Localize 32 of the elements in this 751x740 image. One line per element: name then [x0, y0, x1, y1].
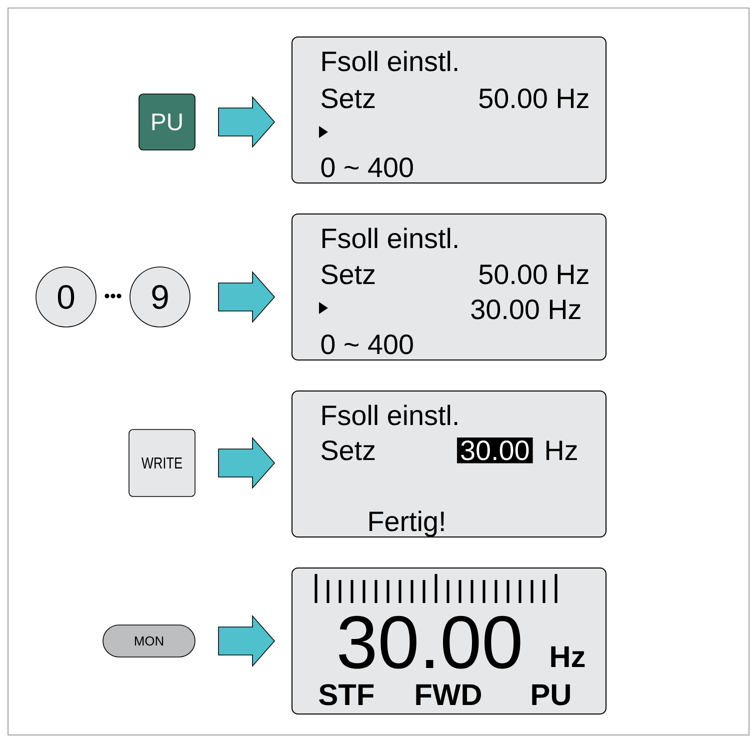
display-text: 30.00 — [339, 616, 520, 669]
key-button: WRITE — [128, 429, 196, 497]
display-text: Setz — [321, 440, 375, 460]
lcd-display — [292, 568, 606, 714]
display-text: Hz — [551, 646, 585, 667]
lcd-display — [292, 390, 606, 538]
digit-key: 0 — [36, 266, 96, 328]
display-text: PU — [532, 684, 570, 706]
display-text: 50.00 Hz — [479, 88, 588, 108]
display-text: 30.00 Hz — [471, 300, 580, 320]
display-text: 0 ~ 400 — [321, 334, 413, 354]
lcd-display — [292, 36, 606, 184]
display-text: Fertig! — [369, 510, 444, 537]
display-text: Setz — [321, 88, 375, 108]
arrow — [218, 436, 276, 490]
arrow — [218, 96, 276, 148]
display-text: 30.00 — [457, 438, 533, 464]
lcd-display — [292, 214, 606, 360]
key-button: PU — [138, 94, 196, 150]
display-text: STF — [319, 684, 374, 706]
display-text: 0 ~ 400 — [321, 158, 413, 178]
arrow — [218, 270, 276, 324]
display-text: Fsoll einstl. — [322, 228, 458, 248]
digit-key: 9 — [130, 266, 190, 328]
display-text: Hz — [546, 440, 577, 460]
display-text: Fsoll einstl. — [322, 50, 458, 72]
display-text: FWD — [416, 684, 481, 705]
arrow — [218, 614, 276, 668]
display-text: Fsoll einstl. — [322, 404, 458, 426]
key-button: MON — [102, 624, 196, 658]
display-text: Setz — [321, 264, 375, 284]
display-text: 50.00 Hz — [479, 264, 588, 284]
